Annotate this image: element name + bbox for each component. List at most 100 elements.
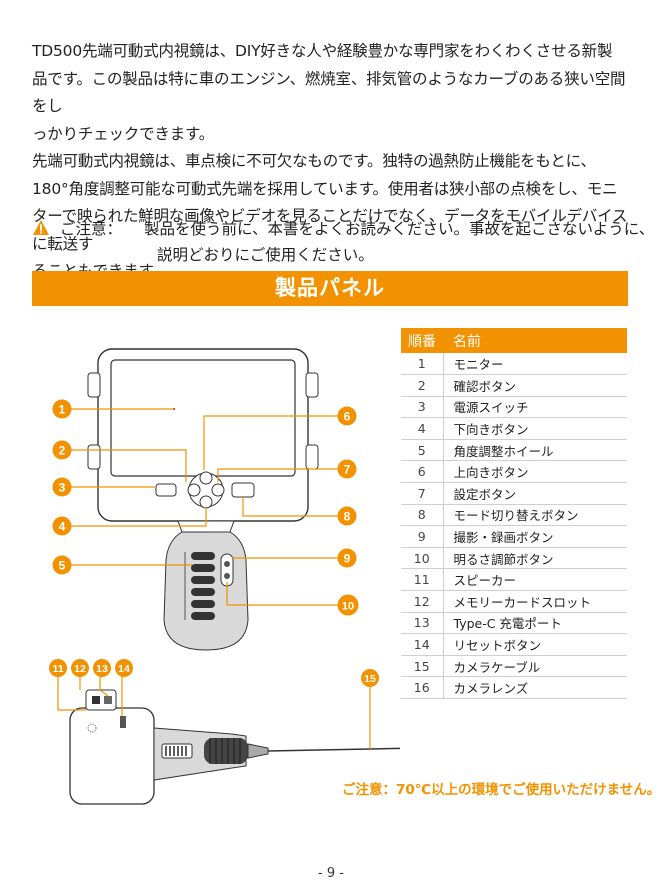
row-name: スピーカー (443, 568, 627, 592)
callout-3: 3 (52, 477, 72, 497)
callout-label: 12 (74, 663, 86, 675)
row-name: 下向きボタン (443, 417, 627, 440)
section-title: 製品パネル (32, 271, 628, 306)
row-no: 2 (401, 374, 444, 397)
row-no: 10 (401, 547, 444, 570)
callout-10: 10 (337, 594, 359, 616)
callout-label: 1 (59, 403, 66, 417)
callout-1: 1 (52, 399, 72, 419)
row-name: モニター (443, 353, 627, 376)
row-no: 3 (401, 396, 444, 419)
callout-label: 2 (59, 444, 66, 458)
notice-line: 説明どおりにご使用ください。 (157, 246, 374, 264)
row-name: 確認ボタン (443, 374, 627, 397)
handle (163, 520, 249, 651)
row-name: 角度調整ホイール (443, 439, 627, 462)
row-no: 12 (401, 590, 444, 613)
row-no: 9 (401, 525, 444, 548)
row-no: 7 (401, 482, 444, 505)
side-view-device (69, 689, 400, 805)
row-name: リセットボタン (443, 633, 627, 656)
intro-line: 品です。この製品は特に車のエンジン、燃焼室、排気管のようなカーブのある狭い空間を… (32, 69, 626, 116)
callout-15: 15 (361, 669, 379, 687)
row-name: 電源スイッチ (443, 396, 627, 419)
row-name: 撮影・録画ボタン (443, 525, 627, 548)
page-number: - 9 - (318, 866, 344, 881)
row-no: 14 (401, 633, 444, 656)
callout-7: 7 (337, 459, 357, 479)
row-name: 上向きボタン (443, 460, 627, 484)
row-name: モード切り替えボタン (443, 504, 627, 527)
leader-lines (57, 408, 371, 749)
row-no: 5 (401, 439, 444, 462)
callout-label: 15 (364, 673, 376, 685)
row-name: 設定ボタン (443, 482, 627, 505)
callout-label: 10 (342, 601, 354, 613)
callout-9: 9 (337, 548, 357, 568)
callout-label: 6 (344, 410, 351, 424)
callout-label: 3 (59, 481, 66, 495)
callout-12: 12 (71, 659, 89, 677)
header-name: 名前 (443, 328, 627, 353)
callout-14: 14 (115, 659, 133, 677)
warning-icon (33, 220, 49, 235)
row-name: 明るさ調節ボタン (443, 547, 627, 570)
header-no: 順番 (401, 328, 443, 353)
row-name: カメラレンズ (443, 676, 627, 699)
row-no: 6 (401, 460, 444, 484)
row-no: 8 (401, 504, 444, 527)
table-header: 順番 名前 (401, 328, 627, 353)
intro-line: TD500先端可動式内視鏡は、DIY好きな人や経験豊かな専門家をわくわくさせる新… (32, 42, 613, 60)
callout-6: 6 (337, 406, 357, 426)
callout-11: 11 (49, 659, 67, 677)
row-no: 16 (401, 676, 444, 699)
callout-label: 5 (59, 559, 66, 573)
notice-label: ご注意： (60, 220, 123, 238)
monitor-unit (87, 348, 319, 522)
callout-label: 4 (59, 520, 66, 534)
intro-line: ターで映られた鮮明な画像やビデオを見ることだけでなく、データをモバイルデバイスに… (32, 207, 628, 253)
callout-5: 5 (52, 555, 72, 575)
callout-2: 2 (52, 440, 72, 460)
callout-label: 14 (118, 663, 130, 675)
callout-8: 8 (337, 506, 357, 526)
row-no: 4 (401, 417, 444, 440)
notice-line: 製品を使う前に、本書をよくお読みください。事故を起こさないように、 (144, 220, 655, 238)
row-no: 1 (401, 353, 444, 376)
intro-line: っかりチェックできます。 (32, 124, 215, 143)
temperature-caution: ご注意：70℃以上の環境でご使用いただけません。 (342, 782, 661, 798)
row-no: 15 (401, 655, 444, 678)
row-name: メモリーカードスロット (443, 590, 627, 613)
row-no: 13 (401, 612, 444, 635)
callout-label: 9 (344, 552, 351, 566)
device-diagram: 1 2 3 4 5 6 7 8 9 10 11 12 (49, 348, 400, 805)
callout-13: 13 (93, 659, 111, 677)
callout-label: 13 (96, 663, 108, 675)
callout-label: 11 (52, 663, 63, 675)
row-no: 11 (401, 568, 444, 592)
row-name: カメラケーブル (443, 655, 627, 678)
callout-label: 7 (344, 463, 351, 477)
row-name: Type-C 充電ポート (443, 612, 627, 635)
intro-line: 180°角度調整可能な可動式先端を採用しています。使用者は狭小部の点検をし、モニ (32, 179, 618, 198)
callout-label: 8 (344, 510, 351, 524)
callout-4: 4 (52, 516, 72, 536)
intro-line: 先端可動式内視鏡は、車点検に不可欠なものです。独特の過熱防止機能をもとに、 (32, 152, 596, 170)
